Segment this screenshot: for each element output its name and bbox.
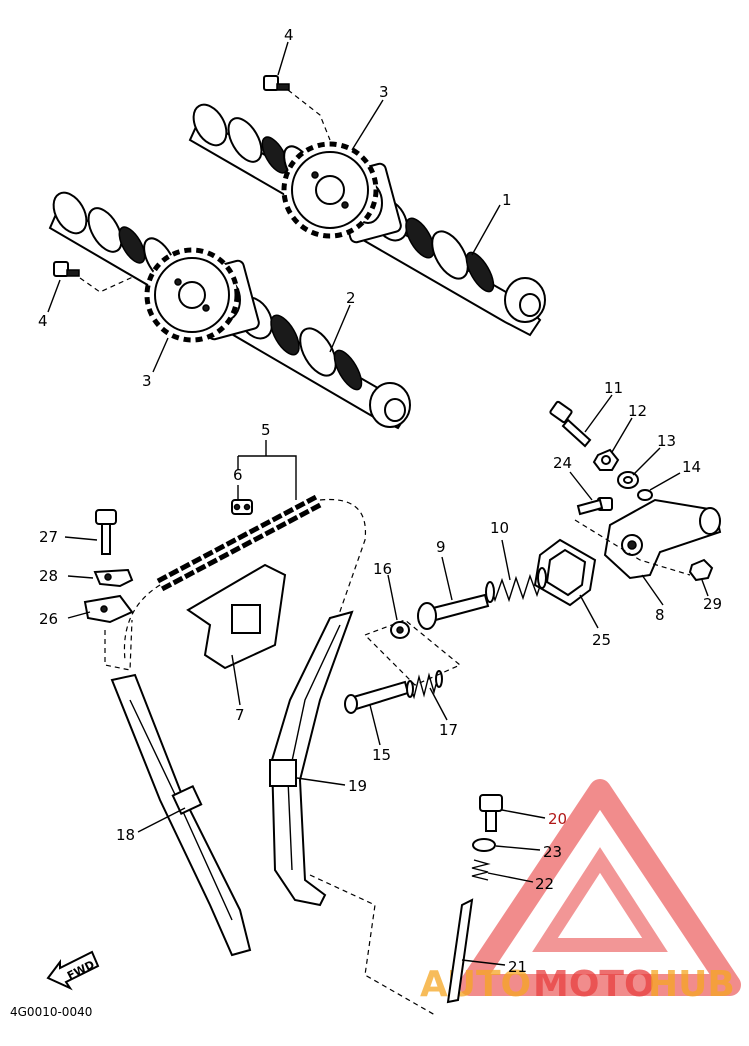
callout-12: 12: [628, 402, 647, 420]
callout-4-upper: 4: [284, 26, 294, 44]
callout-20: 20: [548, 810, 567, 828]
watermark-inner-triangle: [532, 847, 668, 952]
callout-3-lower: 3: [142, 372, 152, 390]
bolt-27: [95, 509, 117, 555]
callout-22: 22: [535, 875, 554, 893]
pin-15: [344, 680, 410, 714]
callout-27: 27: [39, 528, 58, 546]
callout-23: 23: [543, 843, 562, 861]
bolt-upper-dashed: [287, 89, 331, 141]
spring-10: [485, 567, 547, 603]
chain-guide-19: [269, 610, 354, 907]
leader-lines: [47, 41, 709, 966]
plate-28: [93, 568, 134, 588]
callout-17: 17: [439, 721, 458, 739]
callout-7: 7: [235, 706, 245, 724]
nut-13: [617, 471, 639, 489]
watermark-text-hub: HUB: [648, 964, 735, 1005]
callout-1: 1: [502, 191, 512, 209]
fwd-arrow: FWD: [46, 950, 100, 991]
watermark-text-auto: AUTO: [420, 964, 531, 1005]
callout-26: 26: [39, 610, 58, 628]
watermark-triangle: [459, 779, 741, 996]
bolt-24: [576, 497, 613, 516]
tensioner-body-8: [603, 498, 722, 580]
tensioner-bolt-11: [549, 400, 592, 448]
fwd-arrow-icon: [46, 950, 100, 991]
callout-14: 14: [682, 458, 701, 476]
callout-29: 29: [703, 595, 722, 613]
callout-13: 13: [657, 432, 676, 450]
rod-9: [417, 593, 490, 630]
sprocket-bolt-upper: [263, 75, 290, 91]
cam-sprocket-upper: [281, 141, 379, 239]
callout-5: 5: [261, 421, 271, 439]
nut-12: [592, 448, 620, 471]
callout-19: 19: [348, 777, 367, 795]
callout-25: 25: [592, 631, 611, 649]
sprocket-bolt-lower: [53, 261, 80, 277]
pin-dashed-line: [309, 874, 436, 1016]
bolt-20: [479, 794, 503, 832]
drawing-code: 4G0010-0040: [10, 1005, 92, 1019]
bolt-lower-dashed: [79, 275, 136, 293]
cap-nut-29: [688, 558, 714, 582]
chain-joint-link: [231, 499, 253, 515]
gasket-25: [533, 538, 597, 607]
callout-labels: 1 2 3 3 4 4 5 6 7 8 9 10 11 12 13 14 15 …: [38, 26, 722, 976]
chain-guide-18: [110, 673, 252, 957]
callout-3-upper: 3: [379, 83, 389, 101]
callout-18: 18: [116, 826, 135, 844]
callout-11: 11: [604, 379, 623, 397]
cam-sprocket-lower: [144, 247, 240, 343]
watermark: AUTO MOTO HUB: [420, 779, 741, 1005]
spring-22: [471, 859, 491, 881]
bracket-26: [83, 594, 134, 624]
watermark-text-moto: MOTO: [533, 964, 655, 1005]
spring-17: [406, 670, 443, 700]
callout-6: 6: [233, 466, 243, 484]
pin-21: [446, 898, 474, 1004]
callout-4-lower: 4: [38, 312, 48, 330]
callout-10: 10: [490, 519, 509, 537]
callout-16: 16: [373, 560, 392, 578]
callout-2: 2: [346, 289, 356, 307]
callout-21: 21: [508, 958, 527, 976]
washer-23: [472, 838, 496, 852]
o-ring-14: [637, 489, 653, 501]
bracket-dashed-line: [104, 619, 133, 671]
chain-guide-top: [186, 563, 287, 670]
callout-24: 24: [553, 454, 572, 472]
cam-chain: [123, 493, 367, 661]
callout-9: 9: [436, 538, 446, 556]
callout-28: 28: [39, 567, 58, 585]
callout-8: 8: [655, 606, 665, 624]
tensioner-dashed-axis: [574, 519, 691, 576]
callout-15: 15: [372, 746, 391, 764]
tensioner-dashed-outline: [363, 619, 462, 686]
